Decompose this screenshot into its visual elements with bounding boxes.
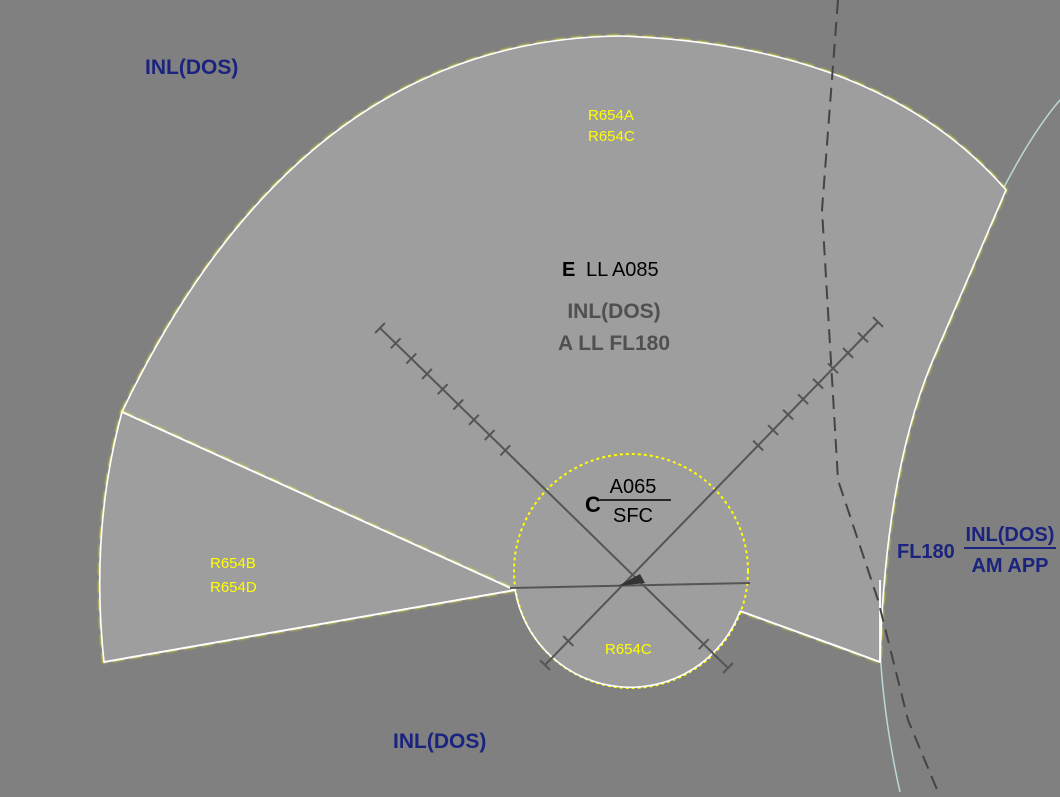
airport-icon	[618, 574, 645, 586]
runway-tick-mark	[827, 362, 839, 374]
label-class-c: C	[585, 492, 601, 517]
runway-tick-mark	[722, 662, 734, 674]
sector-divider-east	[739, 610, 881, 663]
runway-tick-mark	[812, 378, 824, 390]
extended-centerline	[509, 582, 751, 589]
runway-tick-mark	[539, 659, 551, 671]
label-r654c-bottom: R654C	[605, 641, 652, 658]
runway-tick-mark	[562, 635, 575, 647]
label-r654d: R654D	[210, 579, 257, 596]
runway-tick-mark	[857, 331, 869, 344]
runway-cross-line	[544, 321, 879, 666]
label-inl-dos-bottom: INL(DOS)	[393, 730, 486, 753]
label-r654c-top: R654C	[588, 128, 635, 145]
label-fl180: FL180	[897, 541, 955, 563]
runway-cross-line	[379, 327, 729, 669]
main-sector[interactable]	[120, 34, 1008, 664]
runway-tick-mark	[797, 393, 809, 405]
runway-tick-mark	[374, 322, 386, 334]
west-sector[interactable]	[98, 410, 519, 664]
runway-tick-mark	[484, 429, 496, 441]
runway-tick-mark	[390, 337, 402, 350]
label-inl-dos-center: INL(DOS)	[567, 300, 660, 323]
runway-tick-mark	[452, 398, 464, 411]
runway-tick-mark	[842, 347, 854, 359]
runway-tick-mark	[405, 352, 417, 365]
runway-tick-mark	[468, 414, 480, 426]
runway-tick-mark	[752, 439, 764, 452]
label-a-limit: A LL FL180	[558, 332, 670, 355]
runway-tick-mark	[767, 424, 779, 436]
runway-tick-mark	[698, 638, 710, 650]
label-c-upper: A065	[610, 476, 657, 498]
label-right-lower: AM APP	[971, 555, 1048, 577]
runway-tick-mark	[782, 409, 794, 421]
label-inl-dos-top-left: INL(DOS)	[145, 56, 238, 79]
sector-divider-south	[103, 589, 516, 663]
runway-tick-mark	[872, 316, 884, 328]
label-r654b: R654B	[210, 555, 256, 572]
label-c-lower: SFC	[613, 505, 653, 527]
runway-cross-icon	[374, 316, 884, 674]
label-right-upper: INL(DOS)	[966, 524, 1055, 546]
sector-divider-west	[121, 411, 516, 591]
label-class-e: E	[562, 259, 575, 281]
runway-tick-mark	[437, 383, 449, 395]
runway-tick-mark	[499, 444, 511, 457]
label-e-limit: LL A085	[586, 259, 659, 281]
label-r654a: R654A	[588, 107, 634, 124]
runway-tick-mark	[421, 368, 433, 380]
